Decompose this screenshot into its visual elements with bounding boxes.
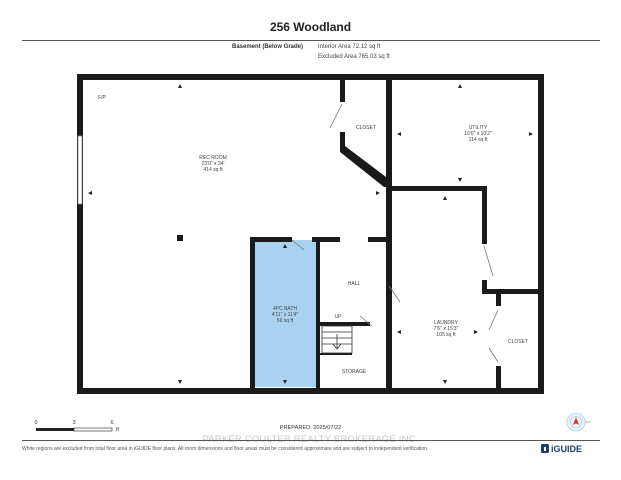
interior-area: Interior Area 72.12 sq ft (318, 44, 381, 50)
fireplace-label: F/P (98, 95, 106, 101)
room-dims-bath: 4'11" x 11'4" (272, 312, 299, 318)
scale-tick-6: 6 (110, 420, 113, 426)
scale-bar: 0 3 6 ft (34, 420, 119, 433)
door-swings (291, 103, 499, 363)
level-name: Basement (Below Grade) (232, 44, 304, 50)
room-dims-utility: 10'0" x 10'2" (464, 131, 492, 137)
header-divider (22, 40, 600, 41)
room-name-rec-room: REC ROOM (199, 155, 227, 161)
iguide-logo-icon (541, 444, 549, 453)
brand-name: iGUIDE (551, 444, 583, 454)
prepared-date: PREPARED: 2025/07/22 (279, 425, 342, 431)
room-area-bath: 56 sq ft (277, 318, 294, 324)
footer-divider (22, 440, 600, 441)
stairs-up-label: UP (335, 314, 343, 320)
excluded-area: Excluded Area 765.03 sq ft (318, 54, 390, 60)
room-name-hall: HALL (348, 281, 361, 287)
scale-unit: ft (116, 427, 120, 433)
plan-title: 256 Woodland (269, 20, 352, 34)
compass-icon (566, 412, 591, 432)
room-area-rec-room: 414 sq ft (203, 167, 223, 173)
watermark: PARKER COULTER REALTY BROKERAGE INC. (0, 434, 621, 445)
room-dims-rec-room: 23'0" x 34' (202, 161, 225, 167)
room-area-utility: 114 sq ft (469, 137, 488, 143)
window (77, 135, 83, 205)
room-name-closet-right: CLOSET (508, 339, 528, 345)
stairs (321, 325, 353, 354)
disclaimer-text: White regions are excluded from total fl… (22, 446, 429, 452)
room-dims-laundry: 7'6" x 15'3" (434, 326, 459, 332)
bath-fill (252, 240, 318, 387)
room-name-laundry: LAUNDRY (434, 320, 458, 326)
room-name-bath: 4PC BATH (273, 306, 297, 312)
room-name-storage: STORAGE (342, 369, 367, 375)
dimension-arrows (88, 84, 533, 384)
room-area-laundry: 105 sq ft (436, 332, 456, 338)
scale-tick-0: 0 (34, 420, 37, 426)
scale-tick-3: 3 (72, 420, 75, 426)
walls (77, 74, 544, 394)
room-name-closet-top: CLOSET (356, 125, 376, 131)
room-name-utility: UTILITY (469, 125, 488, 131)
